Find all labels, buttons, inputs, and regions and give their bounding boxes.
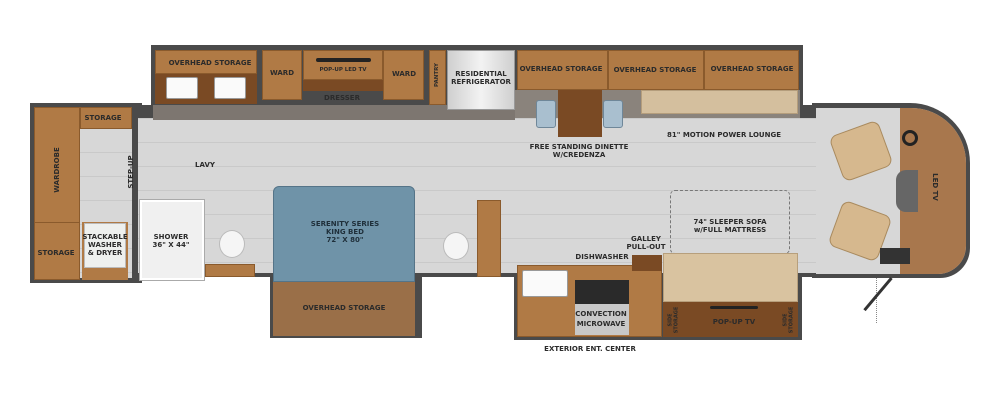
storage-bottom	[34, 222, 80, 280]
ward-left	[262, 50, 302, 100]
wardrobe-label: WARDROBE	[52, 147, 61, 193]
lavy-label: LAVY	[195, 160, 215, 169]
washer-dryer-label: STACKABLE WASHER & DRYER	[82, 232, 128, 258]
overhead-storage-2	[608, 50, 704, 90]
shower-label: SHOWER 36" X 44"	[152, 232, 190, 249]
overhead-storage-1	[517, 50, 608, 90]
entry-step	[880, 248, 910, 264]
galley-pullout	[632, 255, 662, 271]
led-tv-label: LED TV	[931, 173, 940, 201]
storage-top-label: STORAGE	[84, 113, 122, 122]
dresser-label: DRESSER	[324, 93, 360, 102]
refrigerator-label: RESIDENTIAL REFRIGERATOR	[451, 69, 511, 86]
entry-door[interactable]	[863, 277, 893, 312]
toilet-rear	[219, 230, 245, 258]
side-storage-left-label: SIDE STORAGE	[667, 306, 679, 334]
storage-bottom-label: STORAGE	[37, 248, 75, 257]
sink-right	[214, 77, 246, 99]
sink-left	[166, 77, 198, 99]
step-up-label: STEP-UP	[126, 155, 135, 189]
console	[896, 170, 918, 212]
overhead-storage-bath	[155, 50, 257, 74]
ward-right	[383, 50, 424, 100]
side-storage-right-label: SIDE STORAGE	[782, 306, 794, 334]
pantry	[429, 50, 446, 105]
pantry-label: PANTRY	[433, 62, 440, 88]
cooktop	[575, 280, 629, 304]
king-bed	[273, 186, 415, 282]
popup-led-tv-label: POP-UP LED TV	[319, 66, 367, 73]
overhead-storage-3-label: OVERHEAD STORAGE	[710, 64, 794, 73]
microwave-label: CONVECTION MICROWAVE	[575, 310, 627, 328]
microwave	[575, 304, 629, 335]
ward-left-label: WARD	[269, 68, 295, 77]
dishwasher-label: DISHWASHER	[575, 252, 629, 261]
door-swing	[876, 278, 877, 323]
overhead-storage-2-label: OVERHEAD STORAGE	[613, 65, 697, 74]
refrigerator	[447, 50, 515, 110]
popup-led-tv	[303, 50, 383, 80]
galley-sink	[522, 270, 568, 297]
dinette-table	[558, 90, 602, 137]
dresser	[303, 80, 383, 91]
washer-dryer	[84, 223, 126, 268]
tv-icon	[316, 58, 371, 62]
exterior-ent-center-label: EXTERIOR ENT. CENTER	[544, 344, 636, 353]
motion-lounge-label: 81" MOTION POWER LOUNGE	[666, 130, 782, 139]
galley-pullout-label: GALLEY PULL-OUT	[626, 234, 666, 251]
counter-strip	[153, 105, 515, 120]
overhead-storage-3	[704, 50, 799, 90]
popup-tv-label: POP-UP TV	[712, 317, 756, 326]
overhead-storage-bath-label: OVERHEAD STORAGE	[168, 58, 252, 67]
tv-icon-2	[710, 306, 758, 309]
sleeper-sofa	[663, 253, 798, 302]
king-bed-label: SERENITY SERIES KING BED 72" X 80"	[310, 219, 380, 245]
bath-counter	[205, 264, 255, 277]
toilet-mid	[443, 232, 469, 260]
overhead-storage-bed	[273, 282, 415, 336]
overhead-storage-bed-label: OVERHEAD STORAGE	[302, 303, 386, 312]
sleeper-sofa-label: 74" SLEEPER SOFA w/FULL MATTRESS	[693, 217, 767, 234]
overhead-storage-1-label: OVERHEAD STORAGE	[519, 64, 603, 73]
dinette-label: FREE STANDING DINETTE W/CREDENZA	[529, 142, 629, 159]
motion-lounge	[641, 90, 798, 114]
bath-cabinet	[477, 200, 501, 277]
dinette-chair-right	[603, 100, 623, 128]
shower	[139, 199, 205, 281]
dinette-chair-left	[536, 100, 556, 128]
storage-top	[80, 107, 132, 129]
steering-wheel-icon	[902, 130, 918, 146]
ward-right-label: WARD	[391, 69, 417, 78]
